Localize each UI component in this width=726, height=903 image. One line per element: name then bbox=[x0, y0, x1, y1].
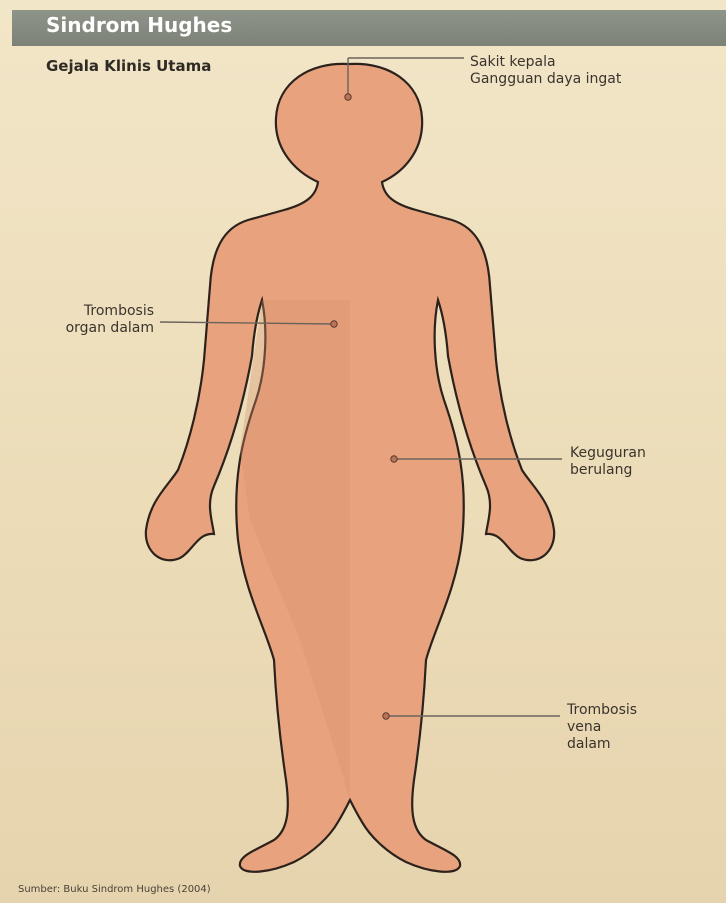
callout-organ-line-2: organ dalam bbox=[62, 320, 154, 337]
callout-deep-vein-thrombosis: Trombosis vena dalam bbox=[567, 702, 637, 753]
marker-dot-head bbox=[345, 94, 351, 100]
marker-dot-organ bbox=[331, 321, 337, 327]
callout-head-line-1: Sakit kepala bbox=[470, 54, 621, 71]
marker-dot-vein bbox=[383, 713, 389, 719]
callout-recurrent-miscarriage: Keguguran berulang bbox=[570, 445, 646, 479]
marker-dot-miscarriage bbox=[391, 456, 397, 462]
callout-organ-thrombosis: Trombosis organ dalam bbox=[62, 303, 154, 337]
source-credit: Sumber: Buku Sindrom Hughes (2004) bbox=[18, 884, 211, 895]
callout-vein-line-2: vena bbox=[567, 719, 637, 736]
callout-miscarriage-line-1: Keguguran bbox=[570, 445, 646, 462]
callout-head-symptoms: Sakit kepala Gangguan daya ingat bbox=[470, 54, 621, 88]
callout-organ-line-1: Trombosis bbox=[62, 303, 154, 320]
callout-vein-line-1: Trombosis bbox=[567, 702, 637, 719]
callout-miscarriage-line-2: berulang bbox=[570, 462, 646, 479]
callout-vein-line-3: dalam bbox=[567, 736, 637, 753]
callout-head-line-2: Gangguan daya ingat bbox=[470, 71, 621, 88]
